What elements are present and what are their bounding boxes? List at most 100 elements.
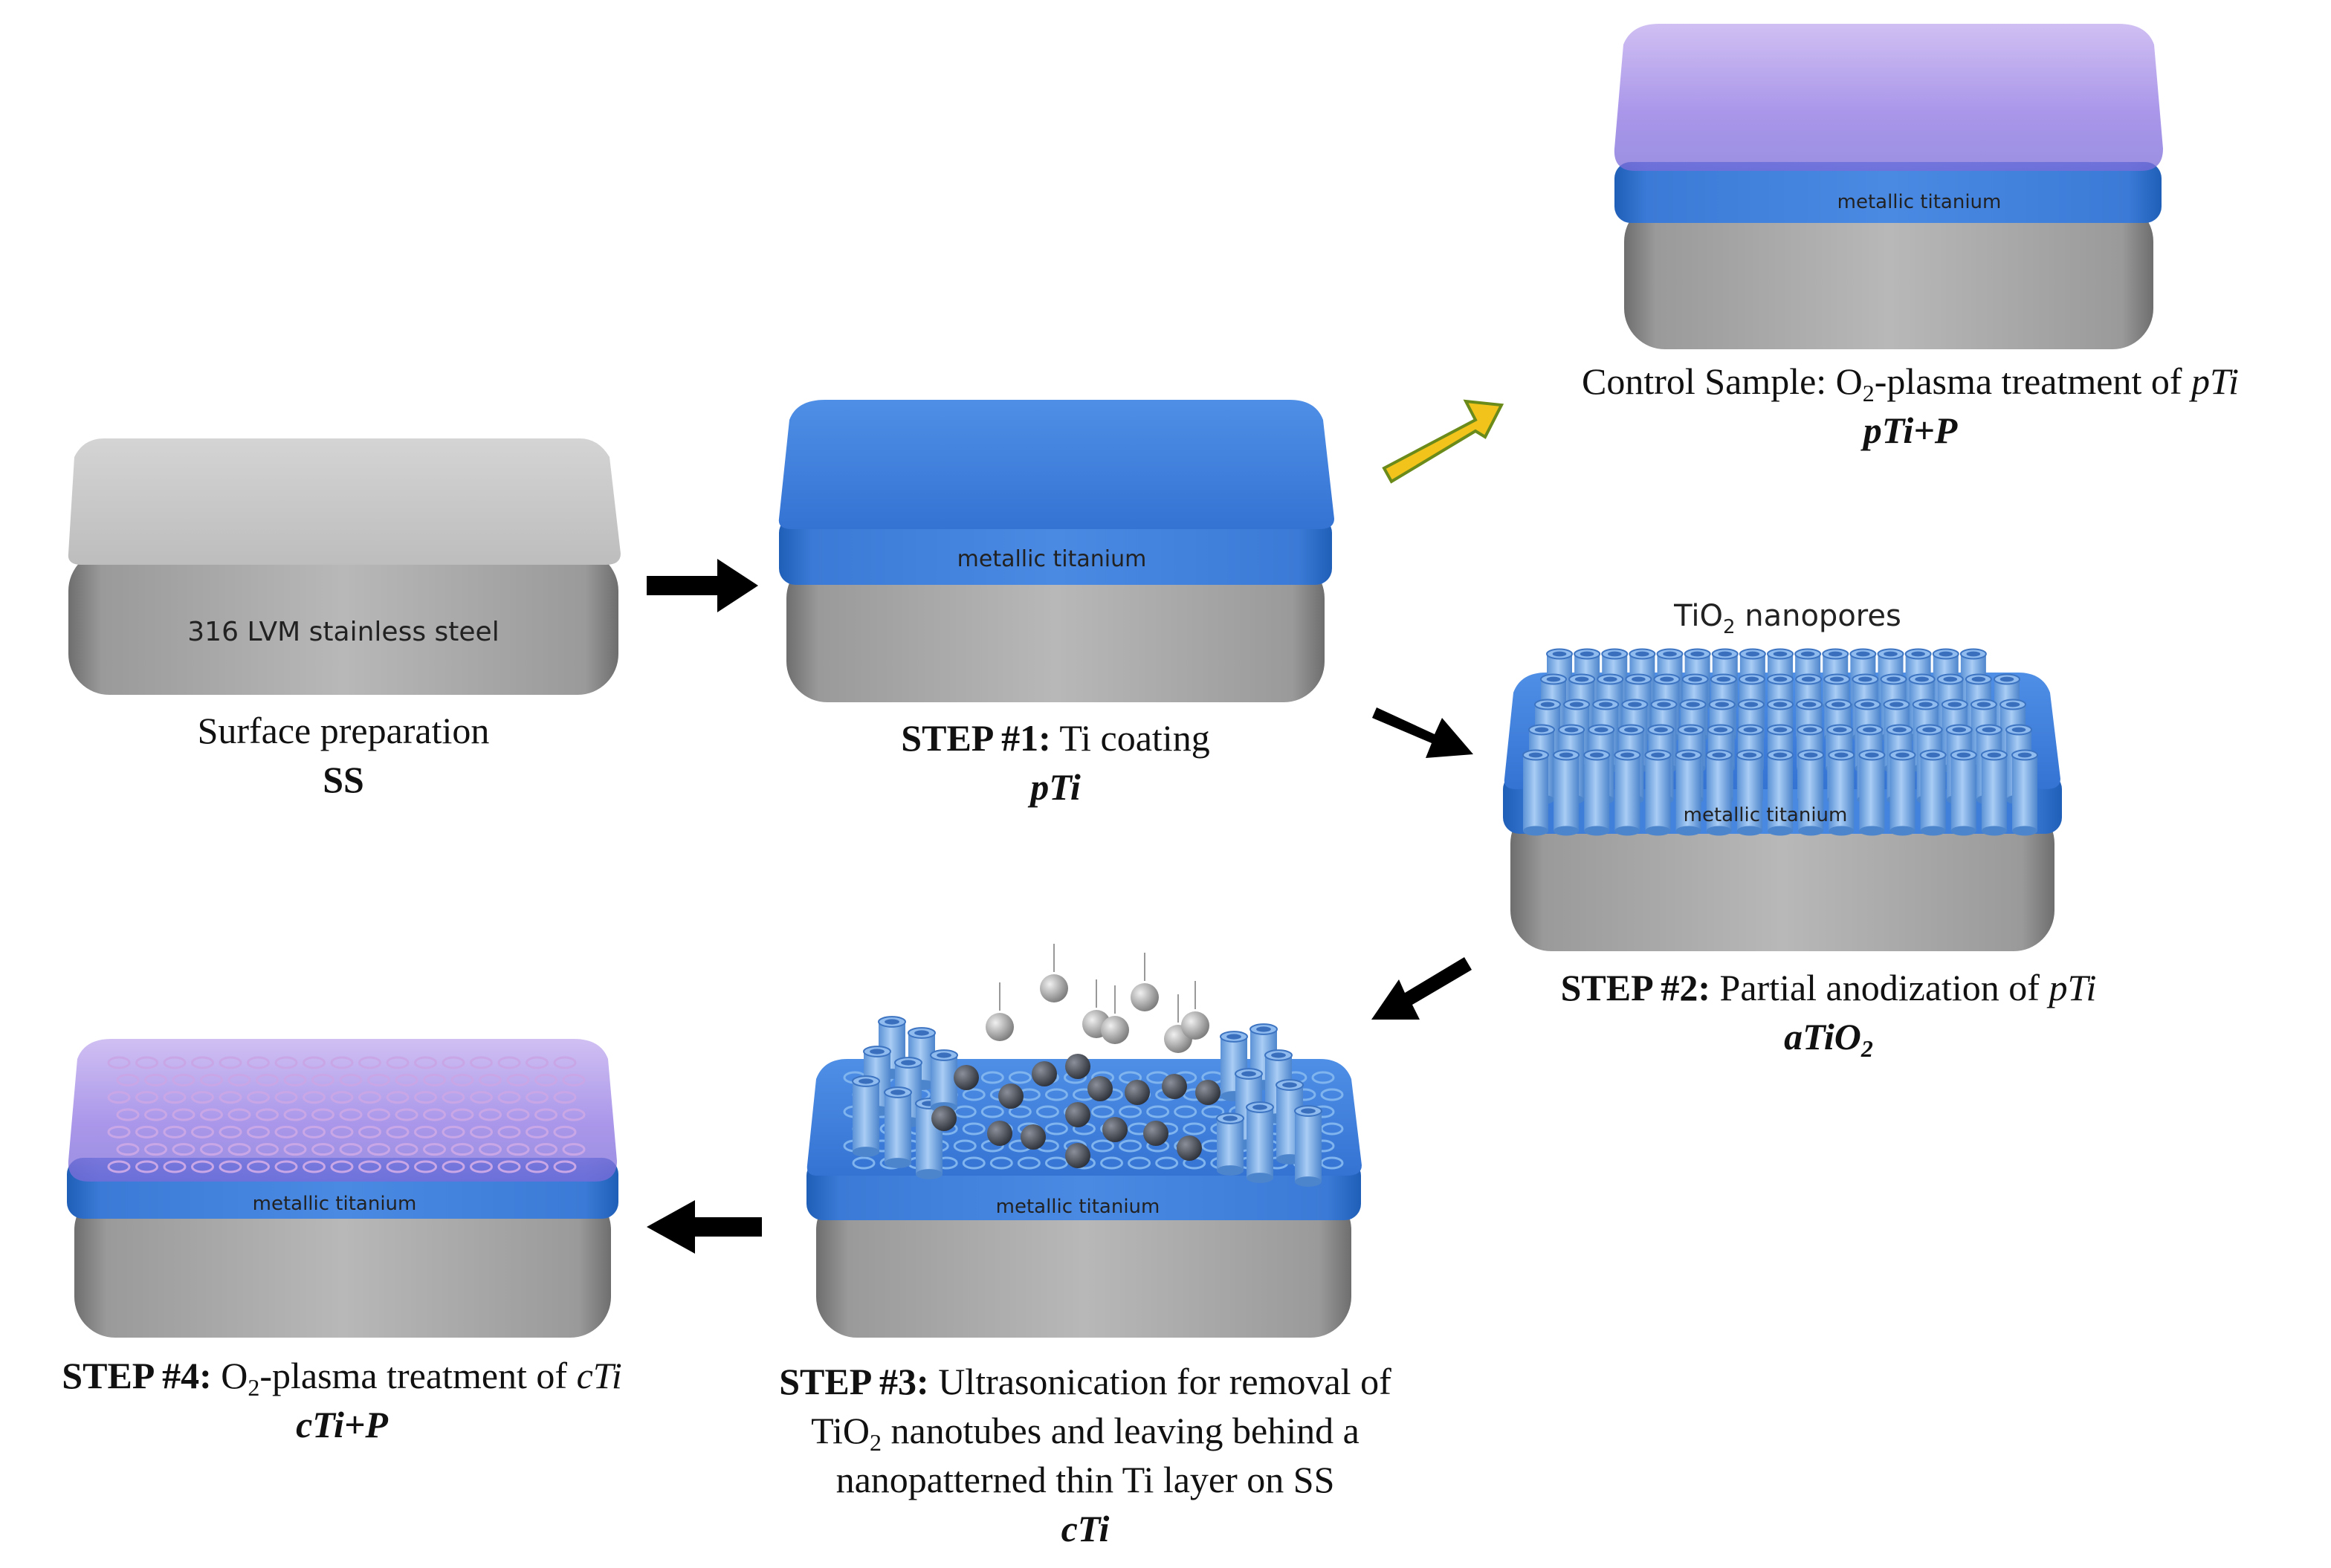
pore-ring [497,1091,521,1104]
caption-step4: STEP #4: O2-plasma treatment of cTi cTi+… [7,1351,676,1449]
pore-ring [311,1108,334,1121]
pore-ring [526,1056,549,1069]
caption-ss-line: Surface preparation [197,710,490,751]
particle [931,1106,957,1131]
pore-ring [526,1160,549,1173]
caption-control: Control Sample: O2-plasma treatment of p… [1509,357,2312,455]
pore-ring [414,1056,437,1069]
steel-side [816,1189,1351,1338]
particle [954,1065,979,1090]
nanotube [1980,749,2008,836]
pore-ring [852,1156,876,1170]
pore-ring [1091,1105,1115,1118]
pore-ring [135,1056,158,1069]
pore-ring [1201,1105,1225,1118]
particle [998,1083,1024,1109]
pore-ring [450,1108,474,1121]
pore-ring [339,1073,363,1086]
pore-ring [386,1056,410,1069]
pore-ring [1320,1088,1344,1101]
pore-ring [200,1073,223,1086]
pore-ring [553,1160,577,1173]
block-atio2: metallic titanium TiO2 nanopores [1503,599,2062,951]
pore-ring [107,1125,131,1138]
pore-ring [227,1073,251,1086]
pore-ring [470,1125,493,1138]
pore-ring [191,1160,214,1173]
pore-ring [107,1091,131,1104]
titanium-label: metallic titanium [253,1193,417,1215]
caption-step3-line2: TiO2 nanotubes and leaving behind a [811,1410,1360,1456]
particle [986,1013,1014,1041]
pore-ring [191,1091,214,1104]
pore-ring [358,1125,381,1138]
particle [1143,1121,1168,1146]
pore-ring [386,1091,410,1104]
pore-ring [227,1143,251,1156]
particle [1102,1117,1128,1142]
pore-ring [116,1143,140,1156]
pore-ring [116,1108,140,1121]
steel-side [1510,803,2054,951]
block-pti: metallic titanium [778,400,1334,702]
nanotube [1553,749,1580,836]
particle [1181,1011,1209,1040]
plasma-layer [1614,24,2163,171]
pore-ring [470,1160,493,1173]
pore-ring [1017,1156,1041,1170]
pore-ring [1044,1122,1068,1135]
pore-ring [163,1160,187,1173]
titanium-side [779,516,1332,585]
pore-ring [135,1125,158,1138]
pore-ring [1311,1071,1335,1084]
nanotube [1583,749,1611,836]
caption-step4-code: cTi+P [296,1404,388,1445]
pore-ring [395,1143,418,1156]
pore-ring [1183,1122,1206,1135]
caption-step3-code: cTi [1061,1508,1110,1549]
pore-ring [506,1073,530,1086]
nanopores-label: TiO2 nanopores [1673,599,1901,638]
particle [1195,1080,1221,1105]
pore-ring [256,1143,279,1156]
nanotube [1736,749,1763,836]
pore-ring [1035,1105,1059,1118]
caption-ss-code: SS [323,759,364,800]
pore-ring [1044,1156,1068,1170]
block-control: metallic titanium [1614,24,2163,349]
caption-step3: STEP #3: Ultrasonication for removal of … [714,1357,1457,1553]
pore-ring [962,1088,986,1101]
pore-ring [497,1125,521,1138]
pore-ring [219,1160,242,1173]
arrow-step2-to-step3 [1371,957,1472,1020]
pore-ring [303,1091,326,1104]
pore-ring [311,1143,334,1156]
pore-ring [303,1056,326,1069]
detaching-particles [931,944,1221,1168]
nanotube [1246,1101,1274,1183]
pore-ring [395,1108,418,1121]
pore-ring [107,1160,131,1173]
particle [1065,1143,1090,1168]
pore-ring [116,1073,140,1086]
pore-ring [414,1125,437,1138]
caption-step2-line: STEP #2: Partial anodization of pTi [1560,967,2097,1008]
pore-ring [980,1105,1004,1118]
nanotube [2011,749,2038,836]
pore-ring [450,1073,474,1086]
pore-ring [172,1143,195,1156]
remaining-nanotubes [852,1016,1322,1187]
pore-ring [247,1091,270,1104]
pore-ring [553,1125,577,1138]
pore-ring [247,1160,270,1173]
pore-ring [989,1156,1013,1170]
pore-ring [1146,1105,1170,1118]
nanotube [1705,749,1733,836]
pore-ring [200,1143,223,1156]
pore-ring [442,1160,465,1173]
pore-ring [330,1056,354,1069]
pore-ring [191,1056,214,1069]
particle [1162,1074,1187,1099]
pore-ring [274,1056,298,1069]
nanotube-array [1522,648,2038,836]
